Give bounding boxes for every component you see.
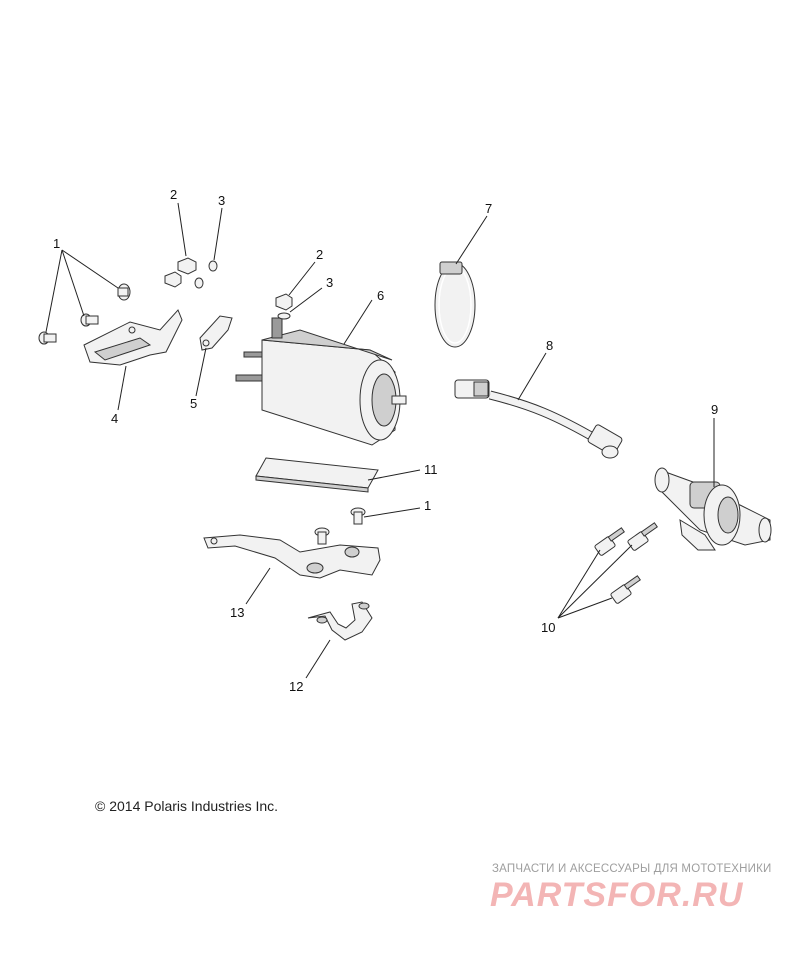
bolts-part-10 [594, 522, 658, 604]
watermark-logo: PARTSFOR.RU [490, 876, 744, 914]
callout-2-left: 2 [170, 187, 177, 202]
callout-7: 7 [485, 201, 492, 216]
callout-3-motor: 3 [326, 275, 333, 290]
watermark-tagline: ЗАПЧАСТИ И АКСЕССУАРЫ ДЛЯ МОТОТЕХНИКИ [492, 863, 772, 875]
copyright-text: © 2014 Polaris Industries Inc. [95, 798, 279, 814]
strap-part-12 [307, 601, 373, 641]
hose-clamp-part-7 [434, 261, 476, 348]
callout-5: 5 [190, 396, 197, 411]
callout-10: 10 [541, 620, 555, 635]
callout-2-motor: 2 [316, 247, 323, 262]
callout-6: 6 [377, 288, 384, 303]
callout-12: 12 [289, 679, 303, 694]
nut-washer-part-2-3-left [164, 257, 218, 289]
bolt-part-1-bottom [314, 507, 366, 545]
callout-4: 4 [111, 411, 118, 426]
callout-1-bottom: 1 [424, 498, 431, 513]
pad-part-11 [255, 457, 379, 493]
bracket-part-5 [199, 315, 233, 351]
callout-8: 8 [546, 338, 553, 353]
bracket-part-4 [83, 309, 183, 366]
callout-13: 13 [230, 605, 244, 620]
cable-part-8 [454, 379, 623, 459]
callout-11: 11 [424, 462, 438, 477]
starter-motor-part-6 [235, 293, 407, 446]
starter-drive-part-9 [654, 467, 772, 551]
plate-part-13 [203, 534, 381, 579]
callout-9: 9 [711, 402, 718, 417]
bolt-part-1-left [38, 283, 131, 345]
callout-1-left: 1 [53, 236, 60, 251]
callout-3-left: 3 [218, 193, 225, 208]
leader-lines [45, 202, 715, 679]
